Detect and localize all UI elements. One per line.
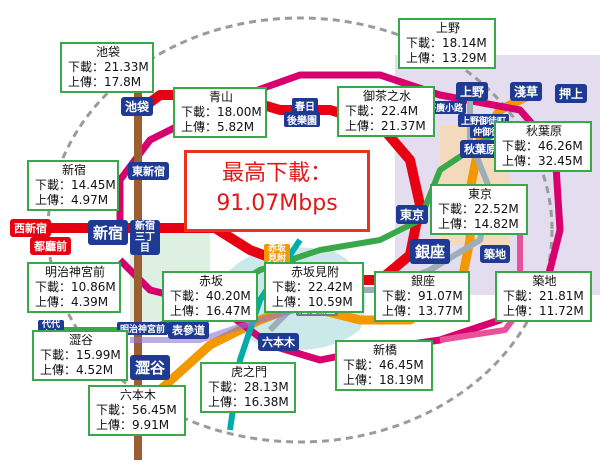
download-speed: 下載：40.20M [170,289,251,303]
headline-value: 91.07Mbps [216,191,338,216]
download-speed: 下載：21.33M [68,60,149,74]
box-station-name: 上野 [435,21,460,35]
upload-speed: 上傳：11.72M [503,304,584,318]
speed-box-toranomon: 虎之門 下載：28.13M 上傳：16.38M [200,362,296,413]
download-speed: 下載：22.52M [438,202,519,216]
speed-box-shibuya: 澀谷 下載：15.99M 上傳：4.52M [32,330,128,381]
station-meiji-jingumae[interactable]: 明治神宮前 [117,322,169,335]
speed-box-ikebukuro: 池袋 下載：21.33M 上傳：17.8M [60,42,154,93]
box-station-name: 六本木 [119,388,156,402]
station-tokyo[interactable]: 東京 [396,205,429,224]
station-asakusa[interactable]: 淺草 [510,82,543,101]
box-station-name: 虎之門 [230,365,267,379]
box-station-name: 澀谷 [68,333,93,347]
station-akasaka-mitsuke[interactable]: 赤坂見附 [264,244,290,264]
download-speed: 下載：46.45M [343,358,424,372]
station-akihabara[interactable]: 秋葉原 [460,140,501,158]
upload-speed: 上傳：14.82M [438,217,519,231]
station-tsukiji[interactable]: 築地 [480,245,510,263]
station-shinjuku-sanchome[interactable]: 新宿三丁目 [130,220,160,255]
upload-speed: 上傳：9.91M [96,418,170,432]
headline-label: 最高下載： [221,161,332,186]
station-shibuya[interactable]: 澀谷 [130,355,171,380]
speed-box-shimbashi: 新橋 下載：46.45M 上傳：18.19M [335,340,433,391]
speed-box-akasaka: 赤坂 下載：40.20M 上傳：16.47M [162,271,258,322]
station-oshiage[interactable]: 押上 [555,84,588,103]
upload-speed: 上傳：10.59M [272,295,353,309]
speed-box-ochanomizu: 御茶之水 下載：22.4M 上傳：21.37M [337,86,435,137]
download-speed: 下載：28.13M [208,380,289,394]
station-kasuga[interactable]: 春日 [292,98,318,113]
upload-speed: 上傳：32.45M [502,154,583,168]
station-ginza[interactable]: 銀座 [410,239,451,264]
upload-speed: 上傳：4.39M [35,295,109,309]
station-ikebukuro[interactable]: 池袋 [121,97,154,116]
download-speed: 下載：91.07M [382,289,463,303]
box-station-name: 銀座 [410,274,435,288]
speed-box-akihabara: 秋葉原 下載：46.26M 上傳：32.45M [494,121,592,172]
download-speed: 下載：14.45M [35,178,116,192]
download-speed: 下載：22.4M [345,104,419,118]
speed-box-ueno: 上野 下載：18.14M 上傳：13.29M [398,18,496,69]
yamanote-line [46,16,554,444]
download-speed: 下載：18.14M [406,36,487,50]
speed-box-roppongi: 六本木 下載：56.45M 上傳：9.91M [88,385,186,436]
box-station-name: 築地 [532,274,557,288]
upload-speed: 上傳：16.47M [170,304,251,318]
speed-box-aoyama: 青山 下載：18.00M 上傳：5.82M [173,87,267,138]
upload-speed: 上傳：4.97M [35,193,109,207]
box-station-name: 赤坂見附 [290,265,339,279]
upload-speed: 上傳：17.8M [68,75,142,89]
station-korakuen[interactable]: 後樂園 [284,112,320,127]
download-speed: 下載：21.81M [503,289,584,303]
speed-box-ginza: 銀座 下載：91.07M 上傳：13.77M [374,271,470,322]
box-station-name: 東京 [467,187,492,201]
speed-box-meiji-jingumae: 明治神宮前 下載：10.86M 上傳：4.39M [27,262,121,313]
download-speed: 下載：10.86M [35,280,116,294]
upload-speed: 上傳：4.52M [40,363,114,377]
station-shinjuku[interactable]: 新宿 [88,220,129,245]
upload-speed: 上傳：16.38M [208,395,289,409]
upload-speed: 上傳：13.29M [406,51,487,65]
speed-box-tokyo: 東京 下載：22.52M 上傳：14.82M [430,184,528,235]
box-station-name: 御茶之水 [362,89,411,103]
max-download-banner: 最高下載： 91.07Mbps [184,150,370,232]
station-higashi-shinjuku[interactable]: 東新宿 [128,162,169,180]
station-ueno[interactable]: 上野 [456,82,489,101]
download-speed: 下載：46.26M [502,139,583,153]
box-station-name: 新宿 [61,163,86,177]
download-speed: 下載：18.00M [181,105,262,119]
upload-speed: 上傳：13.77M [382,304,463,318]
box-station-name: 新橋 [372,343,397,357]
speed-box-tsukiji: 築地 下載：21.81M 上傳：11.72M [495,271,592,322]
download-speed: 下載：22.42M [272,280,353,294]
upload-speed: 上傳：18.19M [343,373,424,387]
download-speed: 下載：15.99M [40,348,121,362]
station-omotesando[interactable]: 表參道 [168,321,209,339]
box-station-name: 池袋 [95,45,120,59]
upload-speed: 上傳：21.37M [345,119,426,133]
box-station-name: 秋葉原 [525,124,562,138]
station-roppongi-itchome[interactable]: 六本木 [258,333,299,351]
station-nishi-shinjuku[interactable]: 西新宿 [10,219,51,237]
box-station-name: 赤坂 [198,274,223,288]
upload-speed: 上傳：5.82M [181,120,255,134]
speed-box-akasaka-mitsuke: 赤坂見附 下載：22.42M 上傳：10.59M [264,262,364,313]
station-tocho-mae[interactable]: 都廳前 [30,237,71,255]
speed-box-shinjuku: 新宿 下載：14.45M 上傳：4.97M [27,160,119,211]
download-speed: 下載：56.45M [96,403,177,417]
box-station-name: 青山 [208,90,233,104]
box-station-name: 明治神宮前 [44,265,105,279]
